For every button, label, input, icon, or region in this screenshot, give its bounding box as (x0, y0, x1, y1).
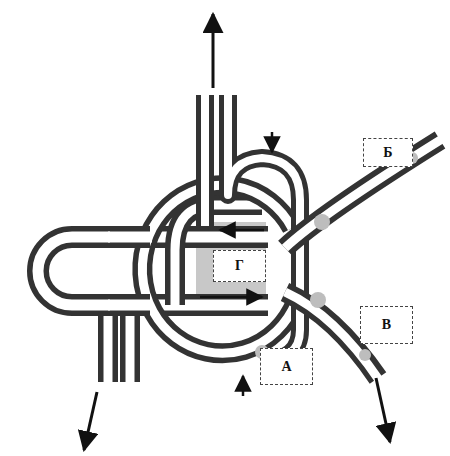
rope (142, 185, 296, 353)
callout-letter: В (360, 306, 413, 344)
rope (205, 95, 300, 362)
callout-letter: Б (363, 138, 413, 167)
highlight-mark (255, 152, 418, 361)
pull-arrow (84, 14, 390, 450)
callout-letter: Г (213, 250, 266, 282)
rope (108, 237, 152, 305)
rope (285, 139, 442, 380)
callout-letter: А (260, 348, 313, 385)
